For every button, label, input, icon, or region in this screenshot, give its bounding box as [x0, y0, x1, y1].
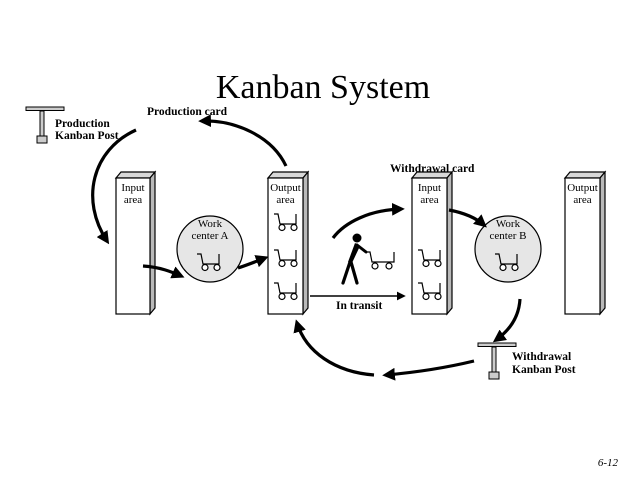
output-a-label-2: area — [276, 194, 294, 206]
withdrawal-post-label-2: Kanban Post — [512, 364, 576, 376]
production-post-label-2: Kanban Post — [55, 130, 119, 142]
page-title: Kanban System — [216, 69, 430, 106]
work-center-b-label-2: center B — [490, 230, 527, 242]
production-kanban-post: Production Kanban Post — [25, 106, 119, 144]
output-b-label-1: Output — [567, 182, 598, 194]
to-output-a-arrow — [237, 255, 269, 270]
output-area-b: Output area — [563, 170, 607, 316]
withdrawal-to-output-a-arrow — [293, 319, 375, 377]
output-area-a: Output area — [266, 170, 310, 316]
withdrawal-card-label: Withdrawal card — [390, 163, 475, 175]
to-withdrawal-post-arrow — [492, 298, 522, 343]
input-b-label-2: area — [420, 194, 438, 206]
page-number: 6-12 — [598, 457, 619, 469]
to-work-center-b-arrow — [448, 208, 487, 228]
withdrawal-post-label-1: Withdrawal — [512, 351, 571, 363]
input-area-b: Input area — [410, 170, 454, 316]
withdrawal-return-arrow — [382, 359, 475, 381]
production-card-arrow-top — [198, 114, 288, 167]
output-a-label-1: Output — [270, 182, 301, 194]
work-center-b-label-1: Work — [496, 218, 521, 230]
production-card-label: Production card — [147, 106, 228, 118]
input-a-label-1: Input — [121, 182, 144, 194]
production-post-label-1: Production — [55, 118, 110, 130]
work-center-a-label-1: Work — [198, 218, 223, 230]
input-b-label-1: Input — [418, 182, 441, 194]
withdrawal-card-arrow-top — [331, 202, 405, 239]
output-b-label-2: area — [573, 194, 591, 206]
production-card-arrow-left — [91, 128, 137, 245]
work-center-b: Work center B — [474, 215, 542, 283]
work-center-a: Work center A — [176, 215, 244, 283]
input-area-a: Input area — [114, 170, 157, 316]
work-center-a-label-2: center A — [192, 230, 229, 242]
input-a-label-2: area — [124, 194, 142, 206]
to-work-center-a-arrow — [142, 264, 185, 279]
withdrawal-kanban-post: Withdrawal Kanban Post — [477, 342, 576, 380]
in-transit-label: In transit — [336, 300, 382, 312]
worker-icon — [341, 233, 395, 285]
